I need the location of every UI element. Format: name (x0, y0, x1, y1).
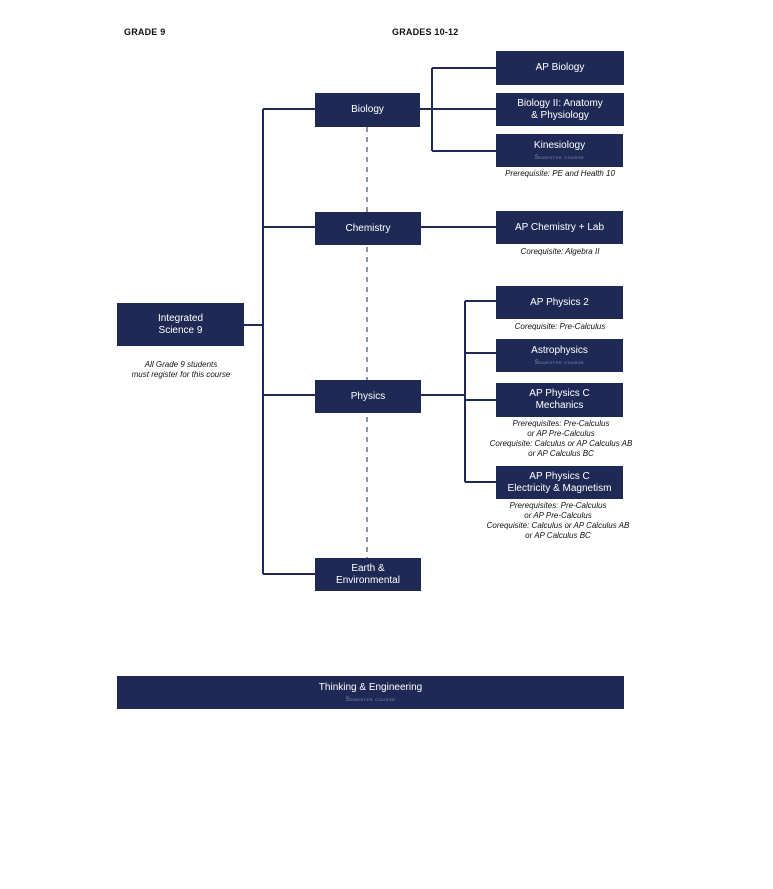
course-ap-physics-c-mechanics[interactable]: AP Physics C Mechanics (496, 383, 623, 417)
course-biology[interactable]: Biology (315, 93, 420, 127)
course-kinesiology[interactable]: Kinesiology Semester course (496, 134, 623, 167)
header-grade9: GRADE 9 (124, 27, 166, 37)
course-label: Kinesiology (533, 139, 586, 151)
course-ap-physics-2[interactable]: AP Physics 2 (496, 286, 623, 319)
course-label: Astrophysics (531, 344, 588, 356)
course-label: Biology II: Anatomy (517, 97, 603, 109)
semester-tag: Semester course (345, 696, 396, 703)
course-astrophysics[interactable]: Astrophysics Semester course (496, 339, 623, 372)
note-integrated: All Grade 9 students must register for t… (131, 360, 231, 379)
course-label: & Physiology (531, 109, 589, 121)
course-thinking-engineering[interactable]: Thinking & Engineering Semester course (117, 676, 624, 709)
course-ap-biology[interactable]: AP Biology (496, 51, 624, 85)
course-label: Science 9 (158, 324, 203, 336)
course-label: Integrated (157, 312, 204, 324)
course-label: Thinking & Engineering (318, 681, 423, 693)
course-label: Electricity & Magnetism (507, 482, 612, 494)
header-grades-10-12: GRADES 10-12 (392, 27, 459, 37)
note-ap-physics-2: Corequisite: Pre-Calculus (514, 322, 606, 331)
course-ap-physics-c-em[interactable]: AP Physics C Electricity & Magnetism (496, 466, 623, 499)
course-ap-chemistry[interactable]: AP Chemistry + Lab (496, 211, 623, 244)
course-earth-environmental[interactable]: Earth & Environmental (315, 558, 421, 591)
note-ap-chemistry: Corequisite: Algebra II (520, 247, 600, 256)
note-kinesiology: Prerequisite: PE and Health 10 (505, 169, 615, 178)
note-em: Prerequisites: Pre-Calculus or AP Pre-Ca… (486, 501, 630, 540)
course-integrated-science-9[interactable]: Integrated Science 9 (117, 303, 244, 346)
course-biology-2[interactable]: Biology II: Anatomy & Physiology (496, 93, 624, 126)
course-label: Mechanics (535, 400, 584, 411)
course-label: Environmental (336, 574, 400, 586)
course-label: AP Physics C (529, 470, 590, 482)
semester-tag: Semester course (534, 359, 585, 366)
course-physics[interactable]: Physics (315, 380, 421, 413)
course-label: Earth & (351, 562, 385, 574)
semester-tag: Semester course (534, 154, 585, 161)
course-label: AP Physics C (529, 388, 590, 399)
course-chemistry[interactable]: Chemistry (315, 212, 421, 245)
note-mechanics: Prerequisites: Pre-Calculus or AP Pre-Ca… (489, 419, 633, 458)
